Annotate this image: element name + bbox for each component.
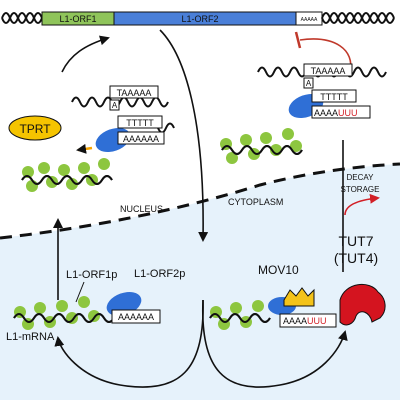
tut7-enzyme <box>339 284 386 326</box>
rna-tail-a-right: AAAAUUU <box>314 108 358 118</box>
genomic-dna-left <box>1 12 43 24</box>
rna-tail-box-cyto <box>111 309 161 324</box>
storage-label: STORAGE <box>341 185 380 194</box>
cytoplasm-rnp-right: MOV10 TUT7 (TUT4) AAAAUUU <box>209 233 386 330</box>
mrna-label: L1-mRNA <box>6 331 55 343</box>
orf2p-label: L1-ORF2p <box>134 268 185 280</box>
rna-tail-cyto: AAAAAA <box>118 312 154 322</box>
decay-label: DECAY <box>347 173 375 182</box>
nucleus-label: NUCLEUS <box>120 204 163 214</box>
orf2-label: L1-ORF2 <box>181 14 218 24</box>
l1-mrna-cyto-over <box>13 313 115 323</box>
genomic-dna-right <box>321 12 395 24</box>
rna-tail-right-bottom: AAAAUUU <box>283 316 327 326</box>
orf1p-label: L1-ORF1p <box>66 269 117 281</box>
cytoplasm-label: CYTOPLASM <box>228 197 283 207</box>
orf1p-pointer <box>75 281 85 303</box>
orf1p-trimers-right-top <box>220 128 302 164</box>
target-dna-top <box>71 96 169 108</box>
tprt-oval <box>8 115 62 141</box>
rt-arrow <box>76 143 93 154</box>
tut4-label: (TUT4) <box>334 250 378 266</box>
cytoplasm-rnp-left: L1-ORF1p L1-ORF2p AAAAAA L1-mRNA <box>6 268 185 343</box>
genomic-dna-left-2 <box>1 12 43 24</box>
l1-mrna-right-top-over <box>221 145 303 155</box>
rna-tail-box <box>117 131 165 145</box>
transcription-arrow <box>159 29 209 242</box>
genomic-dna-right-2 <box>321 12 395 24</box>
decay-storage-arrow <box>344 193 380 216</box>
dna-top-box-right <box>303 63 353 77</box>
orf1-label: L1-ORF1 <box>59 14 96 24</box>
inhibition-bar <box>294 31 302 49</box>
insertion-arrow <box>61 35 110 73</box>
dna-t-box-right <box>311 89 357 103</box>
l1-mrna-nucleus-over <box>21 175 113 185</box>
orf1p-trimers-cyto <box>14 296 100 330</box>
cytoplasm-region <box>0 164 400 400</box>
rna-tail-box-right <box>311 105 371 119</box>
uridylated-scene: TAAAAA A TTTTT AAAAUUU <box>220 63 387 164</box>
rna-tail: AAAAAA <box>123 134 159 144</box>
tprt-scene: TAAAAA A TTTTT AAAAAA TPRT <box>8 85 175 192</box>
genomic-l1-element: L1-ORF1 L1-ORF2 AAAAA <box>1 11 395 26</box>
dna-top-seq-right: TAAAAA <box>311 66 346 76</box>
dna-t-seq: TTTTT <box>126 118 154 128</box>
tut7-label: TUT7 <box>339 233 374 249</box>
dna-a-box <box>109 99 120 111</box>
export-to-right-arrow <box>202 299 348 388</box>
dna-a-box-right <box>303 77 314 89</box>
dna-top-seq: TAAAAA <box>117 88 152 98</box>
l1-mrna-right-bottom-over <box>209 313 271 323</box>
mov10-helicase <box>283 287 315 307</box>
rna-tail-box-right-bottom <box>279 313 337 328</box>
orf1p-trimers-nucleus <box>22 158 110 192</box>
dna-t-seq-right: TTTTT <box>320 92 348 102</box>
import-to-left-arrow <box>54 299 204 388</box>
mov10-label: MOV10 <box>258 263 299 277</box>
dna-a: A <box>112 101 118 110</box>
polya-label: AAAAA <box>301 17 318 23</box>
tprt-label: TPRT <box>19 122 51 136</box>
dna-top-box <box>109 85 159 99</box>
nuclear-envelope-line <box>0 162 400 240</box>
dna-a-right: A <box>306 79 312 88</box>
dna-t-box <box>117 115 163 129</box>
